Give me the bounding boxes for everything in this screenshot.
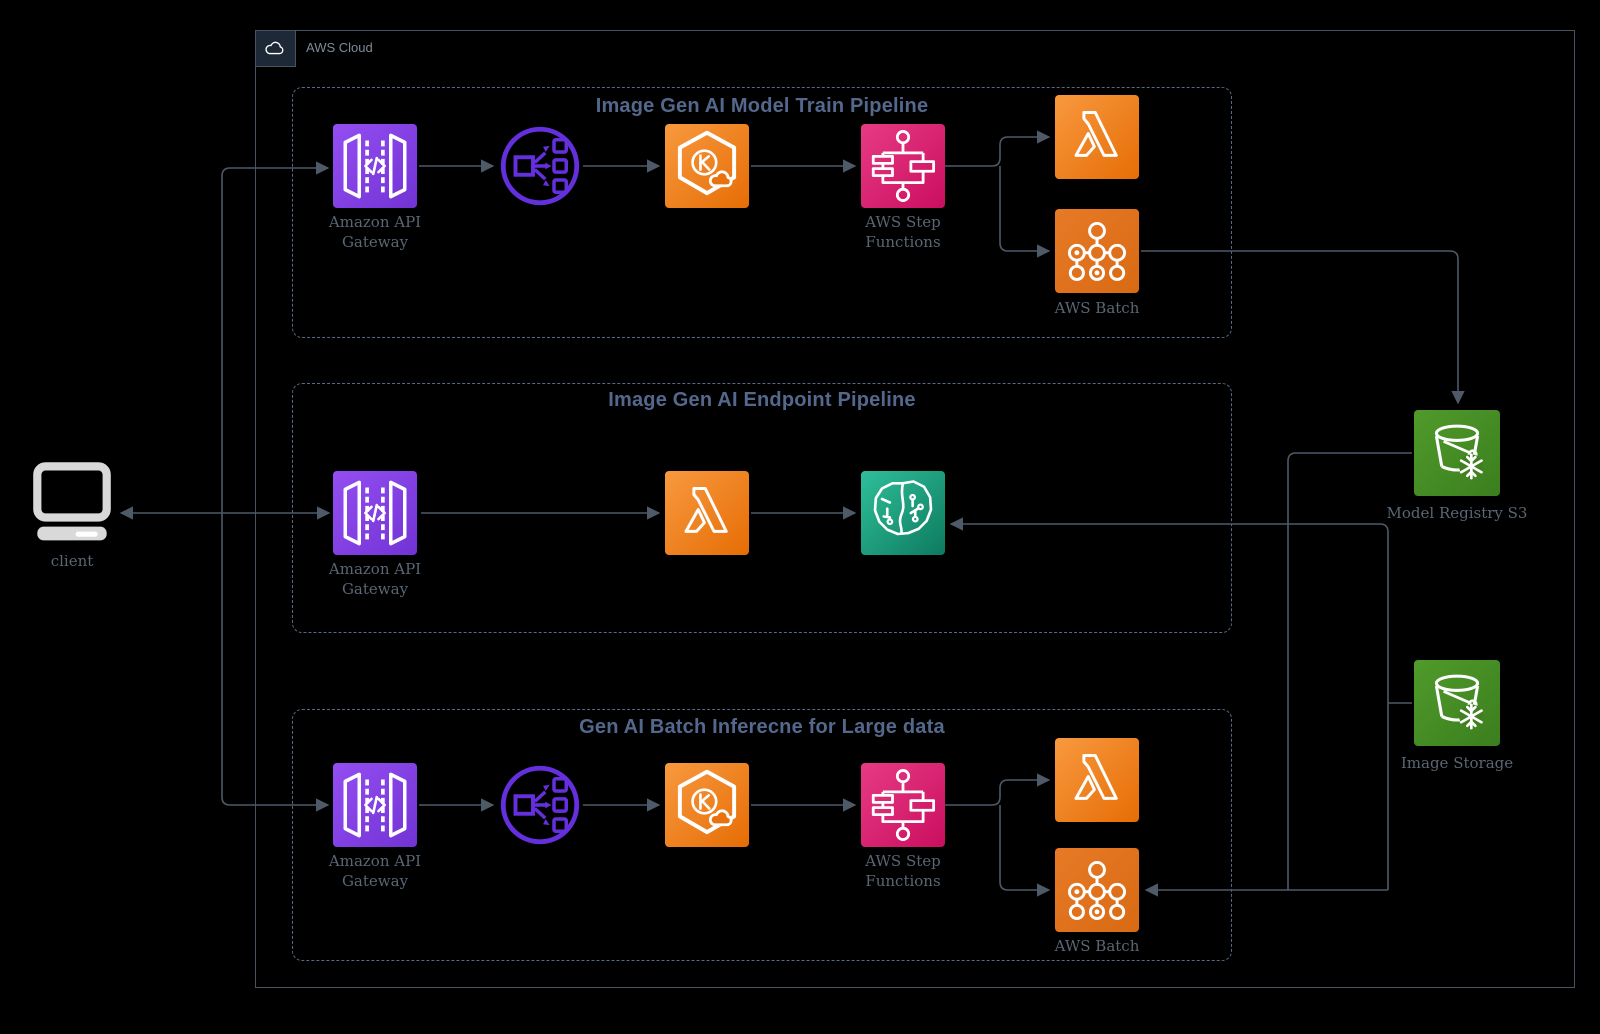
sagemaker-icon	[861, 471, 945, 555]
api-gateway-icon	[333, 763, 417, 847]
step-functions-label: AWS Step Functions	[865, 213, 941, 251]
node-eks-train[interactable]	[665, 124, 749, 208]
api-gateway-label: Amazon API Gateway	[328, 852, 422, 890]
aws-cloud-icon	[255, 30, 296, 67]
node-api-gateway-train[interactable]	[333, 124, 417, 208]
api-gateway-label: Amazon API Gateway	[328, 560, 422, 598]
step-functions-icon	[861, 124, 945, 208]
endpoint-pipeline-title: Image Gen AI Endpoint Pipeline	[608, 389, 916, 411]
step-functions-icon	[861, 763, 945, 847]
image-storage-label: Image Storage	[1400, 754, 1514, 772]
node-client[interactable]	[28, 460, 116, 549]
batch-icon	[1055, 209, 1139, 293]
eks-cloud-icon	[665, 124, 749, 208]
node-batch-train[interactable]	[1055, 209, 1139, 293]
node-lambda-endpoint[interactable]	[665, 471, 749, 555]
node-load-balancer-batch[interactable]	[498, 763, 582, 852]
node-api-gateway-endpoint[interactable]	[333, 471, 417, 555]
lambda-icon	[665, 471, 749, 555]
step-functions-label: AWS Step Functions	[865, 852, 941, 890]
node-sagemaker-endpoint[interactable]	[861, 471, 945, 555]
aws-cloud-label: AWS Cloud	[306, 40, 373, 55]
node-load-balancer-train[interactable]	[498, 124, 582, 213]
node-api-gateway-batch[interactable]	[333, 763, 417, 847]
api-gateway-icon	[333, 124, 417, 208]
eks-cloud-icon	[665, 763, 749, 847]
client-label: client	[50, 552, 94, 570]
api-gateway-label: Amazon API Gateway	[328, 213, 422, 251]
batch-label: AWS Batch	[1054, 937, 1140, 955]
node-step-functions-train[interactable]	[861, 124, 945, 208]
load-balancer-icon	[498, 763, 582, 847]
load-balancer-icon	[498, 124, 582, 208]
batch-label: AWS Batch	[1054, 299, 1140, 317]
s3-glacier-bucket-icon	[1414, 660, 1500, 746]
train-pipeline-title: Image Gen AI Model Train Pipeline	[595, 95, 929, 117]
node-batch-batch[interactable]	[1055, 848, 1139, 932]
batch-inference-pipeline-title: Gen AI Batch Inferecne for Large data	[579, 716, 945, 738]
node-step-functions-batch[interactable]	[861, 763, 945, 847]
lambda-icon	[1055, 95, 1139, 179]
api-gateway-icon	[333, 471, 417, 555]
node-lambda-batch[interactable]	[1055, 738, 1139, 822]
batch-icon	[1055, 848, 1139, 932]
s3-glacier-bucket-icon	[1414, 410, 1500, 496]
lambda-icon	[1055, 738, 1139, 822]
model-registry-label: Model Registry S3	[1386, 504, 1528, 522]
node-image-storage[interactable]	[1414, 660, 1500, 746]
node-eks-batch[interactable]	[665, 763, 749, 847]
endpoint-pipeline-box	[292, 383, 1232, 633]
client-computer-icon	[28, 460, 116, 544]
node-model-registry-s3[interactable]	[1414, 410, 1500, 496]
node-lambda-train[interactable]	[1055, 95, 1139, 179]
